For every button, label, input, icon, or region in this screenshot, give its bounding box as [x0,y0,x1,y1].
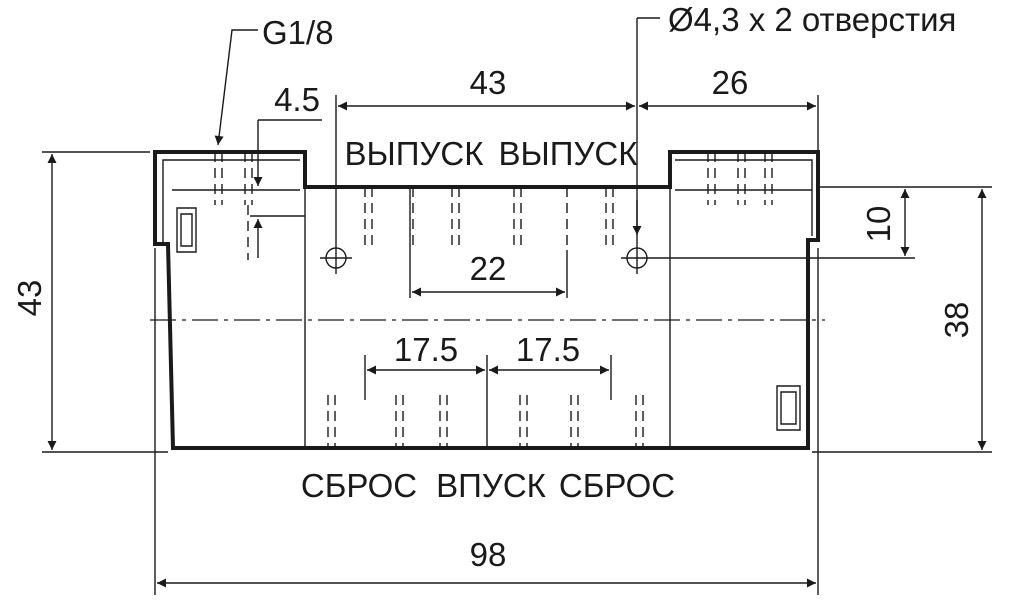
callout-holes: Ø4,3 x 2 отверстия [668,1,956,38]
port-label-bottom-right: СБРОС [559,467,675,504]
dim-pitch-right: 17.5 [516,331,580,368]
dim-right-offset: 26 [712,64,749,101]
dim-inner-span: 22 [470,250,507,287]
callout-thread: G1/8 [262,14,334,51]
port-label-top-left: ВЫПУСК [345,135,485,172]
dim-thread-offset: 4.5 [274,81,320,118]
leader-thread [214,29,258,146]
dim-pitch-left: 17.5 [394,331,458,368]
dim-total-width: 98 [470,536,507,573]
mount-hole-left [320,242,352,274]
port-label-bottom-left: СБРОС [301,467,417,504]
dim-hole-spacing: 43 [470,64,507,101]
right-slot [776,385,801,431]
port-label-top-right: ВЫПУСК [499,135,639,172]
left-slot [176,207,197,253]
port-label-bottom-center: ВПУСК [436,467,547,504]
dim-total-height: 43 [11,280,48,317]
hidden-port-lines [214,152,773,448]
dim-hole-height: 10 [860,206,897,243]
dim-body-height: 38 [938,302,975,339]
mount-hole-right [621,242,653,274]
body-inner-line [162,159,813,244]
body-outline [153,150,820,450]
